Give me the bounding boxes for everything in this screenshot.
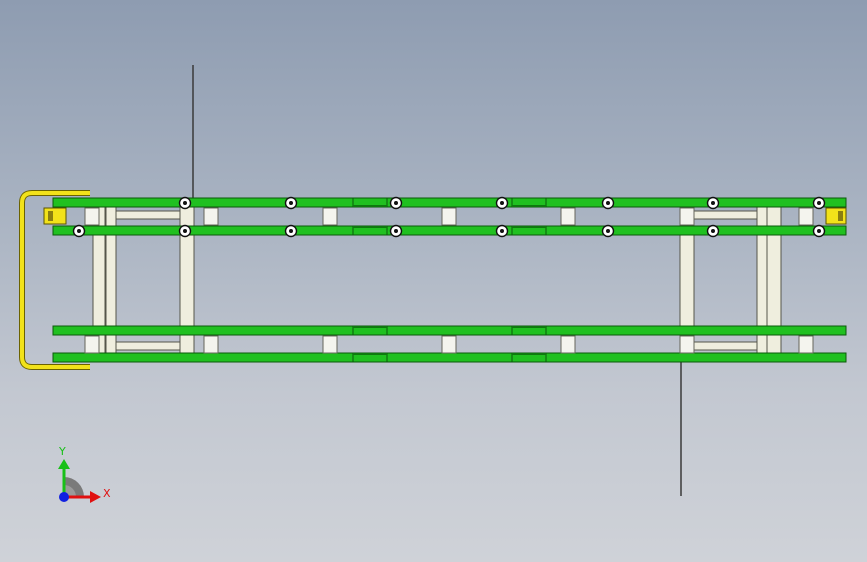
z-axis-dot <box>59 492 69 502</box>
end-caps <box>43 207 847 225</box>
rollers-top <box>84 207 814 226</box>
y-axis-label: Y <box>58 445 66 458</box>
end-cap-left <box>43 207 67 225</box>
rollers-bottom <box>84 335 814 354</box>
rail-top-2 <box>52 225 847 236</box>
axis-triad[interactable]: Y X <box>58 445 111 503</box>
bolts-top-rail-2 <box>72 224 826 238</box>
bolts-top-rail-1 <box>178 196 826 210</box>
rail-bottom-2 <box>52 352 847 363</box>
rail-top-1 <box>52 197 847 208</box>
rail-bottom-1 <box>52 325 847 336</box>
x-axis-label: X <box>103 487 111 500</box>
